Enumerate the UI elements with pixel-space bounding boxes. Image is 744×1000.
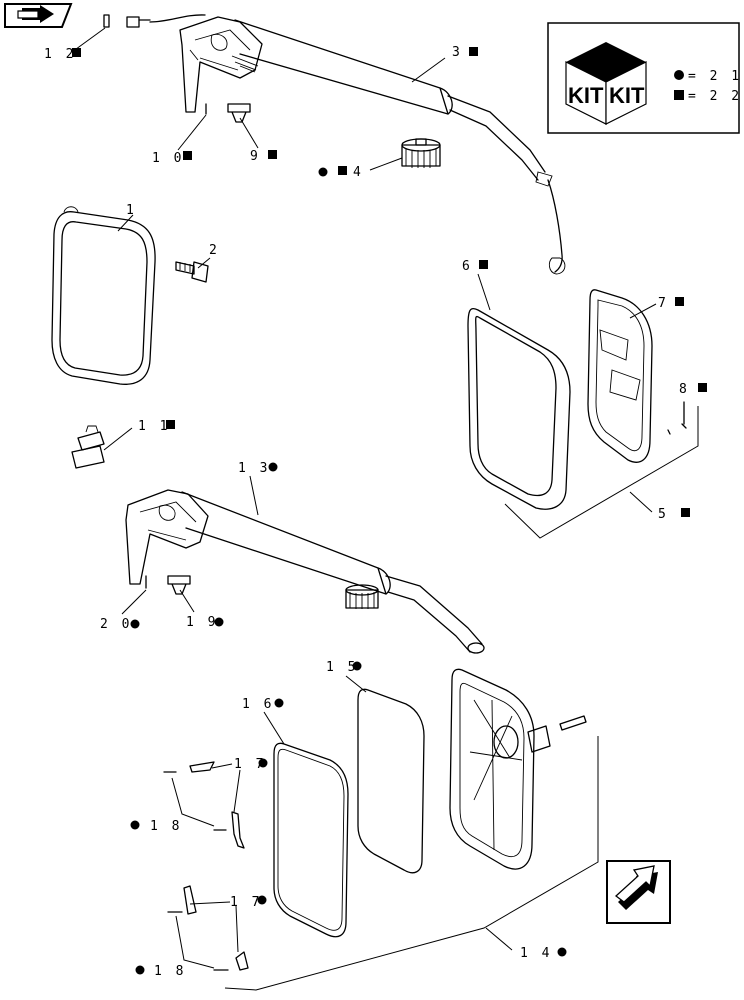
circle-marker-icon [130, 619, 140, 629]
callout-13: 1 3 [238, 461, 270, 476]
back-arrow-icon [17, 5, 54, 23]
callout-4: 4 [353, 165, 364, 180]
part-16-glass [273, 742, 349, 938]
circle-marker-icon [274, 698, 284, 708]
kit-label-left: KIT [568, 83, 604, 108]
square-marker-icon [268, 150, 277, 159]
callout-6: 6 [462, 259, 473, 274]
callout-5: 5 [658, 507, 669, 522]
part-2-screw [175, 261, 209, 283]
circle-marker-icon [258, 758, 268, 768]
square-marker-icon [675, 297, 684, 306]
square-marker-icon [469, 47, 478, 56]
square-marker-icon [338, 166, 347, 175]
next-button[interactable] [606, 860, 671, 924]
callout-17b: 1 7 [230, 895, 262, 910]
circle-marker-icon [257, 895, 267, 905]
callout-7: 7 [658, 296, 669, 311]
part-18-screw-lower [167, 911, 229, 971]
part-8-screw [667, 401, 687, 435]
part-9-screw [227, 103, 251, 123]
kit-legend: KIT KIT = 2 1 = 2 2 [547, 22, 742, 134]
part-7-back-cover [587, 289, 653, 463]
part-15-glass [357, 688, 425, 874]
next-arrow-icon [614, 865, 658, 910]
part-18-screw-upper [163, 771, 227, 831]
square-kit-label: = 2 2 [688, 89, 742, 104]
callout-11: 1 1 [138, 419, 170, 434]
kit-box-icon: KIT KIT [565, 42, 647, 125]
circle-marker-icon [214, 617, 224, 627]
kit-label-right: KIT [609, 83, 645, 108]
callout-9: 9 [250, 149, 261, 164]
callout-15: 1 5 [326, 660, 358, 675]
back-button[interactable] [4, 3, 73, 28]
callout-18a: 1 8 [150, 819, 182, 834]
circle-marker-icon [557, 947, 567, 957]
square-marker-icon [479, 260, 488, 269]
square-marker-icon [166, 420, 175, 429]
part-3-upper-arm [126, 14, 566, 275]
callout-19: 1 9 [186, 615, 218, 630]
callout-16: 1 6 [242, 697, 274, 712]
square-marker-icon [183, 151, 192, 160]
circle-marker-icon [318, 167, 328, 177]
callout-8: 8 [679, 382, 690, 397]
callout-2: 2 [209, 243, 220, 258]
part-17-clip-lower [183, 885, 249, 971]
part-19-screw [167, 575, 191, 595]
part-1-seal [51, 206, 156, 385]
square-marker-icon [674, 90, 684, 100]
part-12-clip [103, 14, 110, 28]
circle-marker-icon [130, 820, 140, 830]
square-marker-icon [698, 383, 707, 392]
circle-marker-icon [268, 462, 278, 472]
part-17-clip-upper [189, 761, 245, 849]
callout-10: 1 0 [152, 151, 184, 166]
callout-20: 2 0 [100, 617, 132, 632]
circle-marker-icon [674, 70, 684, 80]
callout-17a: 1 7 [234, 757, 266, 772]
part-14-housing [449, 668, 587, 870]
part-13-lower-arm [125, 489, 485, 654]
part-11-clip [71, 425, 105, 469]
callout-1: 1 [126, 203, 137, 218]
callout-12: 1 2 [44, 47, 76, 62]
part-6-mirror-head [467, 307, 571, 510]
circle-marker-icon [352, 661, 362, 671]
callout-14: 1 4 [520, 946, 552, 961]
part-4-knob [401, 138, 441, 168]
circle-kit-label: = 2 1 [688, 69, 742, 84]
square-marker-icon [681, 508, 690, 517]
circle-marker-icon [135, 965, 145, 975]
callout-18b: 1 8 [154, 964, 186, 979]
callout-3: 3 [452, 45, 463, 60]
square-marker-icon [72, 48, 81, 57]
